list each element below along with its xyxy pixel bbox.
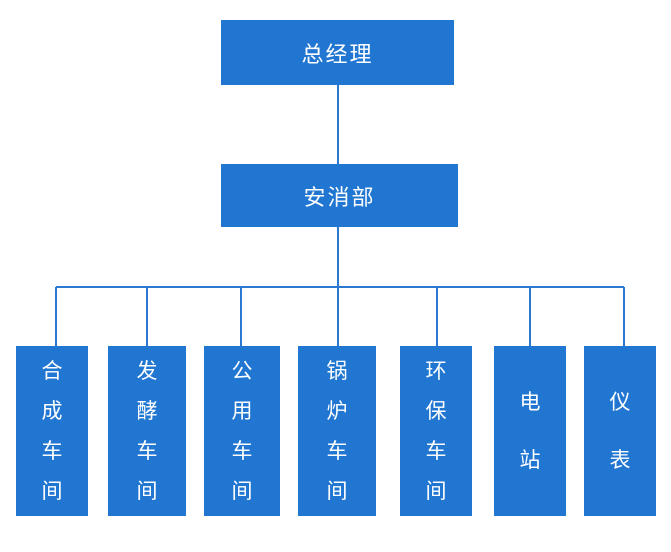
- department-node-label: 安消部: [303, 185, 376, 211]
- unit-node: 合成车间: [16, 346, 88, 516]
- unit-node-label: 环保车间: [425, 359, 447, 503]
- root-node-label: 总经理: [301, 42, 374, 68]
- unit-node-label: 锅炉车间: [326, 359, 348, 503]
- unit-node-label: 发酵车间: [136, 359, 158, 503]
- unit-node: 公用车间: [204, 346, 280, 516]
- unit-node: 发酵车间: [108, 346, 186, 516]
- department-node: 安消部: [221, 164, 458, 227]
- unit-node: 仪表: [584, 346, 656, 516]
- root-node: 总经理: [221, 20, 454, 85]
- unit-node-label: 电站: [519, 390, 541, 472]
- unit-node-label: 合成车间: [41, 359, 63, 503]
- unit-node: 电站: [494, 346, 566, 516]
- unit-node: 环保车间: [400, 346, 472, 516]
- unit-node-label: 公用车间: [231, 359, 253, 503]
- unit-node: 锅炉车间: [298, 346, 376, 516]
- unit-node-label: 仪表: [609, 390, 631, 472]
